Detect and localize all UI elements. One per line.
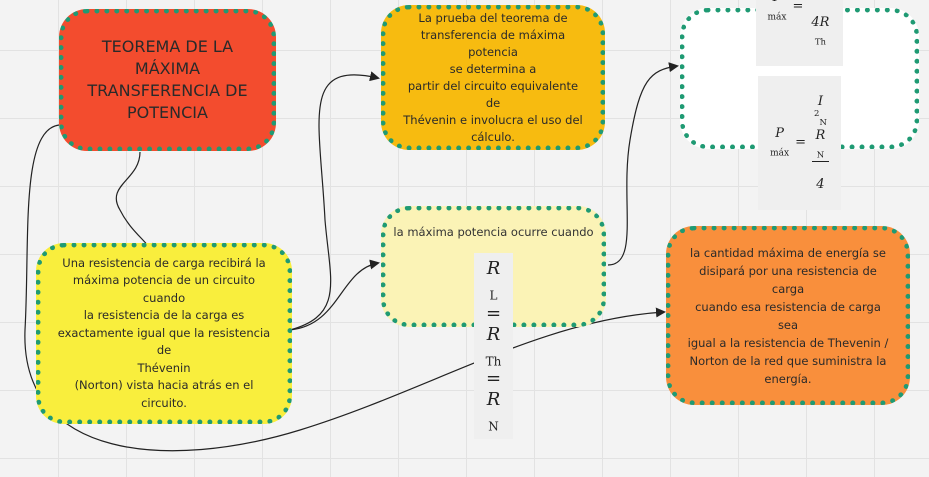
load-node-text: Una resistencia de carga recibirá la máx… [57,255,271,410]
max-formula-a: R [486,258,501,279]
connector-max-to-formulas [607,62,679,266]
max-energy-node[interactable]: la cantidad máxima de energía se disipar… [666,226,910,405]
connector-title-to-load [115,151,155,254]
formula2-num-b: R [815,127,826,143]
proof-node[interactable]: La prueba del teorema de transferencia d… [381,5,605,150]
max-formula-c: R [486,389,501,411]
title-node-text: TEOREMA DE LA MÁXIMA TRANSFERENCIA DE PO… [87,37,248,122]
max-formula-eq1: = [485,302,502,324]
formula2-num-a-sub: N [819,117,827,128]
energy-node-text: la cantidad máxima de energía se disipar… [687,245,889,386]
title-node[interactable]: TEOREMA DE LA MÁXIMA TRANSFERENCIA DE PO… [59,9,276,151]
formula2-eq: = [795,135,807,151]
max-formula-a-sub: L [489,288,498,303]
proof-node-text: La prueba del teorema de transferencia d… [403,10,583,144]
formula1-lhs: P [768,0,787,5]
formula1-eq: = [792,0,804,15]
formula1-den-sub: Th [814,38,827,48]
formula1-den: 4R [811,15,830,31]
max-node-label: la máxima potencia ocurre cuando [393,225,594,239]
max-formula-b: R [486,323,501,345]
formula2-num-b-sub: N [816,150,825,161]
max-formula-b-sub: Th [485,354,502,369]
formula2-lhs-sub: máx [770,149,790,160]
formula1-lhs-sub: máx [767,13,787,24]
max-formula-c-sub: N [488,419,499,434]
formula2-num-a-sup: 2 [814,109,820,119]
connector-load-to-max [289,259,380,331]
formula2-num-a: I [817,94,824,109]
formula2-lhs: P [775,126,784,142]
connector-load-to-proof [289,71,380,331]
max-formula-eq2: = [485,368,502,390]
formula2-den: 4 [816,176,825,192]
load-resistance-node[interactable]: Una resistencia de carga recibirá la máx… [36,243,292,424]
